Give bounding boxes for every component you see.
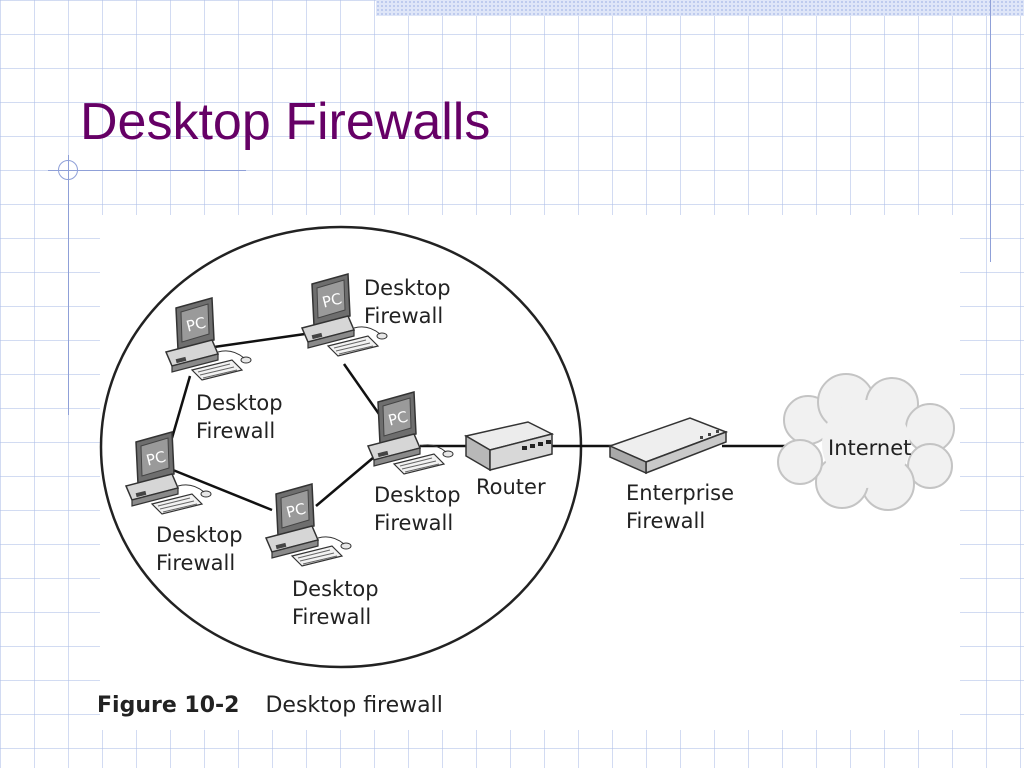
firewall-label-line2: Firewall xyxy=(364,304,443,328)
link xyxy=(213,331,313,349)
figure-caption: Figure 10-2 Desktop firewall xyxy=(97,693,443,718)
link xyxy=(170,375,192,439)
slide-title: Desktop Firewalls xyxy=(80,93,491,151)
firewall-label-line1: Desktop xyxy=(364,276,451,300)
enterprise-firewall-label-line2: Firewall xyxy=(626,509,705,533)
firewall-label-line1: Desktop xyxy=(292,577,379,601)
firewall-label-line1: Desktop xyxy=(374,483,461,507)
link xyxy=(167,466,273,512)
enterprise-firewall-label-line1: Enterprise xyxy=(626,481,734,505)
right-accent-line xyxy=(990,0,991,262)
router-label: Router xyxy=(476,475,546,499)
firewall-label-line2: Firewall xyxy=(196,419,275,443)
firewall-label-line1: Desktop xyxy=(156,523,243,547)
firewall-label-line2: Firewall xyxy=(156,551,235,575)
crosshair-decor xyxy=(58,160,78,180)
firewall-label-line2: Firewall xyxy=(374,511,453,535)
title-underline xyxy=(48,170,246,171)
internet-label: Internet xyxy=(828,436,911,460)
pc-workstation-icon xyxy=(165,297,252,381)
pc-workstation-icon xyxy=(265,483,352,567)
left-accent-line xyxy=(68,155,69,415)
enterprise-firewall-icon xyxy=(607,417,729,475)
internet-cloud-icon xyxy=(777,373,955,511)
figure-caption-text: Desktop firewall xyxy=(265,693,443,718)
figure-number: Figure 10-2 xyxy=(97,693,240,718)
router-icon xyxy=(463,421,555,472)
top-decor-band xyxy=(376,0,1024,16)
pc-workstation-icon xyxy=(367,391,454,475)
firewall-label-line1: Desktop xyxy=(196,391,283,415)
pc-workstation-icon xyxy=(125,431,212,515)
link xyxy=(315,451,381,507)
firewall-label-line2: Firewall xyxy=(292,605,371,629)
